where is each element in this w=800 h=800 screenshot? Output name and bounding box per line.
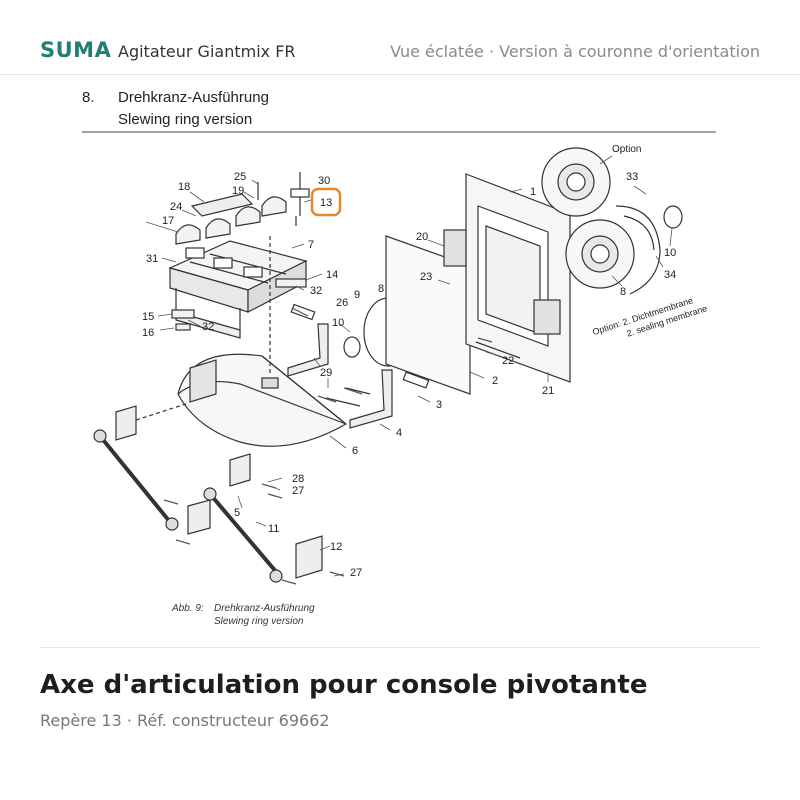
callout-27[interactable]: 27: [292, 485, 304, 497]
callout-5[interactable]: 5: [234, 507, 240, 519]
callout-17[interactable]: 17: [162, 215, 174, 227]
callout-31[interactable]: 31: [146, 253, 158, 265]
swivel-console-drawing: [177, 236, 348, 447]
support-struts-drawing: [93, 403, 323, 583]
callout-13[interactable]: 13: [320, 197, 332, 209]
callout-16[interactable]: 16: [142, 327, 154, 339]
callout-28[interactable]: 28: [292, 473, 304, 485]
view-title: Vue éclatée · Version à couronne d'orien…: [390, 42, 760, 61]
option-parts-drawing: [541, 147, 683, 295]
callout-23[interactable]: 23: [420, 271, 432, 283]
plate-15-drawing: [171, 309, 195, 319]
bearing-blocks-drawing: [175, 172, 310, 245]
callout-13-highlight[interactable]: [310, 187, 342, 217]
product-name: Agitateur Giantmix FR: [118, 42, 296, 61]
exploded-view-figure: 8. Drehkranz-Ausführung Slewing ring ver…: [0, 76, 800, 646]
tank-plate-drawing: [385, 173, 571, 395]
leader-lines: [145, 155, 673, 577]
section-title-de: Drehkranz-Ausführung: [118, 89, 269, 106]
callout-22[interactable]: 22: [502, 355, 514, 367]
section-title-en: Slewing ring version: [118, 111, 252, 128]
app-header: SUMA Agitateur Giantmix FR Vue éclatée ·…: [0, 0, 800, 75]
callout-27-lower[interactable]: 27: [350, 567, 362, 579]
fasteners-drawing: [163, 307, 493, 585]
plate-14-drawing: [275, 278, 307, 288]
callout-29[interactable]: 29: [320, 367, 332, 379]
option-label: Option: [612, 144, 641, 155]
callout-33[interactable]: 33: [626, 171, 638, 183]
callout-11[interactable]: 11: [268, 523, 279, 535]
callout-32-lower[interactable]: 32: [202, 321, 214, 333]
callout-7[interactable]: 7: [308, 239, 314, 251]
figure-caption-number: Abb. 9:: [171, 603, 204, 614]
callout-2[interactable]: 2: [492, 375, 498, 387]
callout-15[interactable]: 15: [142, 311, 154, 323]
plate-16-drawing: [175, 323, 191, 331]
figure-caption-de: Drehkranz-Ausführung: [214, 603, 315, 614]
callout-32[interactable]: 32: [310, 285, 322, 297]
callout-10-option[interactable]: 10: [664, 247, 676, 259]
brand-logo: SUMA: [40, 38, 112, 62]
callout-14[interactable]: 14: [326, 269, 338, 281]
callout-20[interactable]: 20: [416, 231, 428, 243]
exploded-view-drawing: 8. Drehkranz-Ausführung Slewing ring ver…: [82, 89, 716, 627]
section-number: 8.: [82, 89, 95, 106]
callout-25[interactable]: 25: [234, 171, 246, 183]
callout-34[interactable]: 34: [664, 269, 676, 281]
callout-4[interactable]: 4: [396, 427, 402, 439]
callout-26[interactable]: 26: [336, 297, 348, 309]
figure-caption-en: Slewing ring version: [214, 616, 304, 627]
callout-12[interactable]: 12: [330, 541, 342, 553]
callout-30[interactable]: 30: [318, 175, 330, 187]
callout-24[interactable]: 24: [170, 201, 182, 213]
divider: [40, 647, 760, 648]
part-title: Axe d'articulation pour console pivotant…: [40, 670, 648, 700]
callout-18[interactable]: 18: [178, 181, 190, 193]
callout-3[interactable]: 3: [436, 399, 442, 411]
callout-21[interactable]: 21: [542, 385, 554, 397]
callout-1[interactable]: 1: [530, 186, 536, 198]
callout-8[interactable]: 8: [378, 283, 384, 295]
callout-6[interactable]: 6: [352, 445, 358, 457]
callout-19[interactable]: 19: [232, 185, 244, 197]
callout-10[interactable]: 10: [332, 317, 344, 329]
part-reference: Repère 13 · Réf. constructeur 69662: [40, 711, 330, 730]
callout-9[interactable]: 9: [354, 289, 360, 301]
callout-8-option[interactable]: 8: [620, 286, 626, 298]
